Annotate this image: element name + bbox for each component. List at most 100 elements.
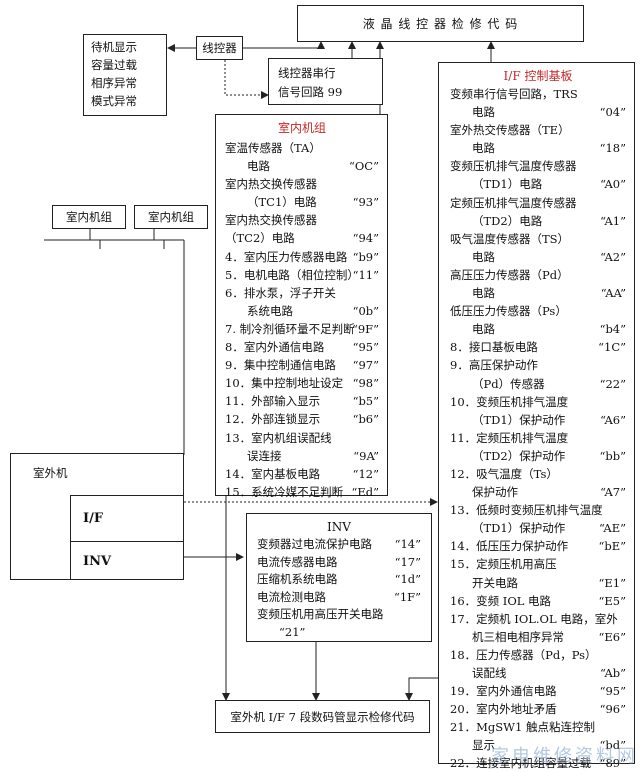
code-value: “95” [599,684,626,699]
code-value: “0b” [352,303,379,318]
code-row: （TD1）电路“A0” [450,175,626,193]
code-row: 16．变频 IOL 电路 “E5” [450,592,626,610]
code-row-text: 14．室内基板电路 [225,466,321,481]
code-row-text: 电路 [472,286,495,301]
code-value: “95” [352,340,379,355]
code-row-text: 电路 [472,141,495,156]
code-row-text: “21” [279,624,306,639]
code-value: “89” [599,756,626,771]
code-row: 15．系统冷媒不足判断 “Ed” [225,483,379,501]
code-row: （TD2）电路“A1” [450,212,626,230]
code-row-text: 13．低频时变频压机排气温度 [450,503,603,518]
code-row-text: 17．定频机 IOL.OL 电路，室外 [450,611,618,626]
code-value: “11” [352,267,379,282]
code-value: “OC” [349,159,379,174]
page-title: 液 晶 线 控 器 检 修 代 码 [362,17,519,31]
code-row: 电路“b4” [450,320,626,338]
code-value: “93” [352,195,379,210]
code-row: 保护动作“A7” [450,483,626,501]
code-row-text: 开关电路 [472,575,518,590]
code-row: （TD1）保护动作“AE” [450,519,626,537]
code-row-text: 机三相电相序异常 [472,629,564,644]
code-row: 室外热交传感器（TE） [450,121,626,139]
code-row-text: 21．MgSW1 触点粘连控制 [450,720,595,735]
code-row-text: 室温传感器（TA） [225,141,321,155]
code-row-text: 变频串行信号回路，TRS [450,87,578,101]
code-row: 19．室内外通信电路 “95” [450,682,626,700]
indoor-codes-title: 室内机组 [277,121,326,135]
outdoor-inv-label: INV [83,554,112,569]
standby-box: 待机显示 容量过载 相序异常 模式异常 [83,34,167,116]
code-row: 10．集中控制地址设定“98” [225,374,379,392]
code-row-text: 10．集中控制地址设定 [225,376,344,391]
standby-item: 容量过载 [91,58,137,72]
code-row-text: 电流检测电路 [257,589,326,604]
code-value: “E1” [598,575,626,590]
outdoor-if-label: I/F [83,511,104,526]
code-row-text: 14．低压压力保护动作 [450,539,569,554]
code-value: “A6” [600,412,626,427]
code-row: 9．集中控制通信电路“97” [225,356,379,374]
code-row-text: 20．室内外地址矛盾 [450,702,557,717]
code-row-text: 15．系统冷媒不足判断 [225,484,344,499]
code-row: 20．室内外地址矛盾 “96” [450,700,626,718]
code-row-text: 8．接口基板电路 [450,340,538,355]
code-value: “04” [599,105,626,120]
indoor-code-list: 室温传感器（TA） 电路“OC” 室内热交换传感器（TC1）电路“93”室内热交换传… [225,139,379,501]
code-row-text: （TD1）保护动作 [472,521,566,536]
code-row: 电路“AA” [450,284,626,302]
code-row: 13．低频时变频压机排气温度 [450,501,626,519]
code-row: （TC1）电路“93” [225,193,379,211]
indoor-unit-label: 室内机组 [148,210,194,224]
code-row-text: 室外热交传感器（TE） [450,123,570,138]
code-value: “96” [599,702,626,717]
code-row-text: 室内热交换传感器 [225,177,317,192]
code-row: （Pd）传感器“22” [450,375,626,393]
code-row: 11．外部输入显示“b5” [225,392,379,410]
code-value: “9F” [351,321,379,336]
code-row: 12．外部连锁显示“b6” [225,410,379,428]
code-value: “A7” [600,485,626,500]
code-row-text: 误连接 [247,448,282,463]
code-row: 14．低压压力保护动作 “bE” [450,537,626,555]
code-row-text: 12．吸气温度（Ts） [450,466,558,481]
code-row: “21” [257,624,421,642]
code-value: “E6” [598,629,626,644]
code-row-text: （TC2）电路 [225,231,295,246]
code-row: （TD1）保护动作“A6” [450,411,626,429]
code-row: 吸气温度传感器（TS） [450,230,626,248]
code-value: “Ed” [351,484,379,499]
code-row: 电路“OC” [225,157,379,175]
code-row: 22．连接室内机组容量过载“89” [450,754,626,772]
watermark: 家电维修资料网 [491,746,638,767]
code-row: 定频压机排气温度传感器 [450,194,626,212]
code-row: 9．高压保护动作 [450,356,626,374]
code-row: 8．接口基板电路“1C” [450,338,626,356]
code-value: “A0” [600,177,626,192]
code-value: “12” [352,466,379,481]
code-row-text: 9．集中控制通信电路 [225,358,336,373]
inv-codes-title: INV [327,520,351,534]
code-row: 电路“A2” [450,248,626,266]
code-value: “b6” [352,412,379,427]
code-row: 变频器过电流保护电路“14” [257,536,421,554]
standby-item: 模式异常 [91,94,137,108]
code-value: “A2” [600,249,626,264]
code-row-text: 系统电路 [247,303,293,318]
code-row: 变频串行信号回路，TRS [450,85,626,103]
code-value: “1F” [393,589,421,604]
code-row: 系统电路 “0b” [225,302,379,320]
code-value: “b5” [352,394,379,409]
code-row: 18．压力传感器（Pd，Ps） [450,646,626,664]
signal-loop-line: 线控器串行 [278,66,336,80]
code-value: “E5” [598,593,626,608]
code-row: 室温传感器（TA） [225,139,379,157]
code-row-text: 16．变频 IOL 电路 [450,593,552,608]
code-row-text: 19．室内外通信电路 [450,684,557,699]
outdoor-inv-box: INV [70,541,184,580]
code-row: 压缩机系统电路“1d” [257,571,421,589]
code-value: “bE” [598,539,626,554]
code-row: 室内热交换传感器 [225,211,379,229]
indoor-unit-label: 室内机组 [66,210,112,224]
